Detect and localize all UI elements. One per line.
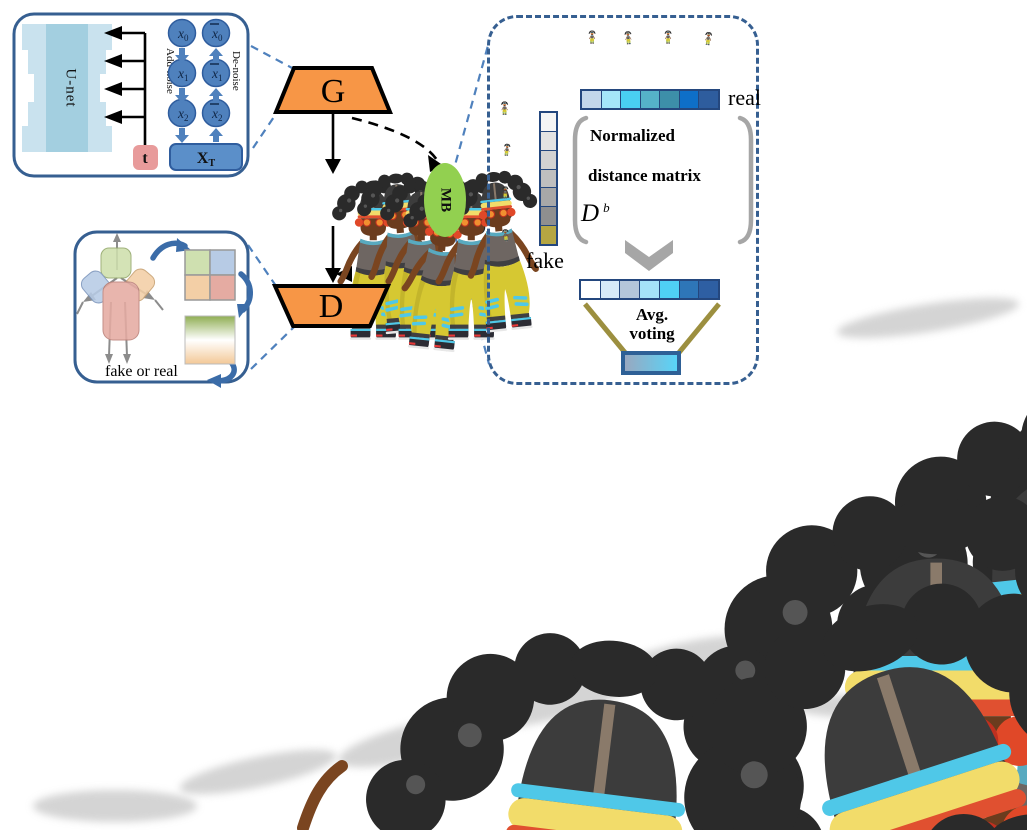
down-chevron-icon [625,240,673,271]
voting-output-cell [621,351,681,375]
timestep-arrows [104,26,147,145]
noise-chain: x0 x1 x2 x0 x1 x2 XT [167,18,243,171]
t-node [133,145,158,170]
xt-node [169,143,243,171]
bar-cell [658,281,679,298]
g-to-mb-arrow [351,116,439,161]
svg-text:XT: XT [197,150,216,169]
bar-cell [541,168,556,188]
discriminator-block: D [271,284,392,328]
bar-cell [541,187,556,207]
fake-or-real-box: fake or real [73,230,253,388]
distance-matrix-box: real fake Normalized distance matrix D b… [487,15,761,385]
generator-block: G [273,66,393,114]
mb-label: MB [438,188,454,212]
fake-distance-bar [539,111,558,246]
matrix-title-line2: distance matrix [588,166,701,185]
bar-cell [600,91,621,108]
bar-cell [619,281,640,298]
matrix-symbol: D b [581,200,610,227]
bar-cell [582,91,601,108]
bar-cell [678,281,699,298]
discriminator-label: D [319,288,344,325]
unet-box: U-net t Add-noise De-noise x0 x1 x2 x0 x… [12,12,250,178]
real-distance-bar [580,89,720,110]
fake-label: fake [526,248,564,273]
real-label: real [728,85,761,110]
bar-cell [541,113,556,131]
x-bar-overlines [210,23,219,105]
bar-cell [698,281,719,298]
avg-voting-label: Avg. voting [629,305,675,343]
svg-text:x2: x2 [211,106,223,123]
generator-label: G [321,73,346,110]
raised-arm [297,760,348,830]
bar-cell [599,281,620,298]
bar-cell [698,91,719,108]
bar-cell [541,149,556,169]
matrix-title-line1: Normalized [590,126,675,145]
mb-block: MB [424,163,466,237]
fake-or-real-caption: fake or real [105,363,178,380]
svg-text:x0: x0 [177,26,189,43]
bar-cell [541,130,556,150]
fused-feature-map [184,315,236,365]
bar-cell [541,225,556,245]
bar-cell [620,91,640,108]
unet-shape: U-net [22,24,112,152]
cycle-arrows [150,238,253,388]
part-grid [184,249,236,301]
t-label: t [142,150,148,167]
voting-input-bar [579,279,720,300]
chain-arrows [175,48,223,143]
body-part-boxes [80,247,156,341]
bar-cell [541,206,556,226]
dance-pose-montage [0,302,1027,830]
svg-text:x1: x1 [177,66,189,83]
bar-cell [581,281,600,298]
bar-cell [678,91,699,108]
unet-label: U-net [63,68,79,107]
de-noise-label: De-noise [230,51,242,91]
svg-text:x1: x1 [211,66,223,83]
svg-text:x0: x0 [211,26,223,43]
matrix-graphics [572,115,754,357]
bar-cell [659,91,679,108]
svg-text:x2: x2 [177,106,189,123]
bar-cell [639,281,659,298]
bar-cell [639,91,660,108]
